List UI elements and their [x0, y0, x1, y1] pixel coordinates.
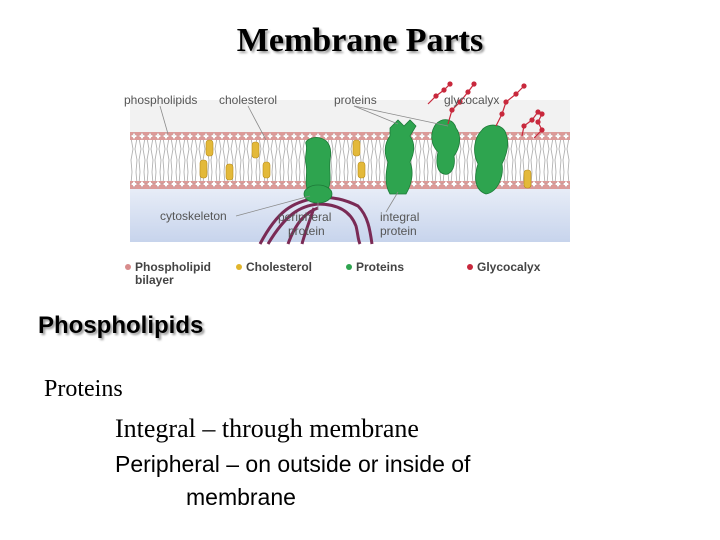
slide-title: Membrane Parts	[236, 22, 484, 59]
text-integral: Integral – through membrane	[115, 414, 419, 443]
legend-glycocalyx: Glycocalyx	[477, 260, 541, 274]
text-membrane: membrane	[186, 484, 296, 510]
legend-dot-proteins	[346, 264, 352, 270]
peripheral-protein	[303, 137, 333, 204]
text-proteins: Proteins	[44, 376, 123, 402]
cytoskeleton	[258, 196, 374, 245]
label-peripheral-protein: protein	[288, 224, 325, 238]
legend-proteins: Proteins	[356, 260, 404, 274]
label-integral: integral	[380, 210, 419, 224]
text-peripheral: Peripheral – on outside or inside of	[115, 451, 471, 477]
legend-dot-glycocalyx	[467, 264, 473, 270]
integral-proteins	[384, 119, 509, 195]
legend-bilayer: bilayer	[135, 273, 174, 287]
section-heading: Phospholipids	[38, 312, 204, 339]
legend-phospholipid: Phospholipid	[135, 260, 211, 274]
membrane-diagram: phospholipids cholesterol proteins glyco…	[118, 80, 578, 290]
label-phospholipids: phospholipids	[124, 93, 197, 107]
legend: Phospholipid bilayer Cholesterol Protein…	[125, 260, 541, 287]
legend-dot-phospholipid	[125, 264, 131, 270]
label-peripheral: peripheral	[278, 210, 331, 224]
legend-dot-cholesterol	[236, 264, 242, 270]
label-integral-protein: protein	[380, 224, 417, 238]
label-pointers	[159, 105, 449, 217]
glycocalyx-chains	[427, 81, 545, 139]
label-cytoskeleton: cytoskeleton	[160, 209, 227, 223]
label-proteins: proteins	[334, 93, 377, 107]
cholesterol-molecules	[199, 139, 532, 189]
label-cholesterol: cholesterol	[219, 93, 277, 107]
label-glycocalyx: glycocalyx	[444, 93, 499, 107]
legend-cholesterol: Cholesterol	[246, 260, 312, 274]
